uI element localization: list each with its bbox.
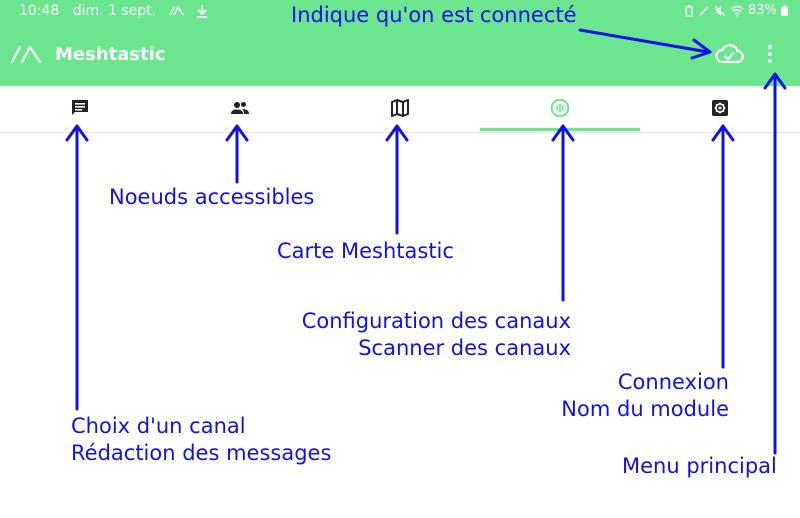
annotation-connection-line1: Connexion bbox=[617, 370, 729, 394]
battery-icon bbox=[781, 5, 788, 16]
channel-icon bbox=[550, 98, 570, 118]
cloud-connected-icon[interactable] bbox=[714, 42, 744, 66]
annotation-channels: Configuration des canaux Scanner des can… bbox=[302, 308, 571, 362]
edit-icon bbox=[699, 6, 709, 16]
status-bar-right: 83% bbox=[684, 3, 788, 18]
annotation-messages-line1: Choix d'un canal bbox=[71, 414, 246, 438]
status-time: 10:48 bbox=[19, 3, 60, 19]
people-icon bbox=[231, 102, 249, 114]
annotation-channels-line1: Configuration des canaux bbox=[301, 309, 571, 333]
annotation-map: Carte Meshtastic bbox=[277, 239, 454, 263]
annotation-channels-line2: Scanner des canaux bbox=[358, 336, 571, 360]
annotation-connected: Indique qu'on est connecté bbox=[291, 3, 577, 27]
settings-icon bbox=[712, 100, 728, 116]
tab-settings[interactable] bbox=[640, 86, 800, 132]
status-bar-left: 10:48 dim. 1 sept. bbox=[19, 3, 208, 19]
battery-level: 83% bbox=[747, 3, 777, 18]
annotation-menu: Menu principal bbox=[622, 454, 777, 478]
battery-saver-icon bbox=[685, 4, 694, 17]
download-icon bbox=[196, 5, 207, 18]
map-icon bbox=[391, 99, 409, 117]
wifi-icon bbox=[730, 5, 744, 17]
tab-bar bbox=[0, 86, 800, 133]
annotation-nodes: Noeuds accessibles bbox=[109, 185, 315, 209]
overflow-menu-icon[interactable] bbox=[762, 44, 778, 66]
annotation-messages: Choix d'un canal Rédaction des messages bbox=[71, 413, 331, 467]
meshtastic-logo bbox=[10, 45, 42, 64]
selected-tab-indicator bbox=[480, 128, 640, 131]
app-title: Meshtastic bbox=[55, 44, 166, 65]
annotation-connection-line2: Nom du module bbox=[561, 397, 729, 421]
annotation-messages-line2: Rédaction des messages bbox=[71, 441, 332, 465]
meshtastic-status-icon bbox=[169, 5, 185, 16]
mute-icon bbox=[714, 5, 726, 16]
message-icon bbox=[72, 100, 88, 115]
tab-channels[interactable] bbox=[480, 86, 640, 132]
status-date: dim. 1 sept. bbox=[72, 3, 157, 19]
tab-map[interactable] bbox=[320, 86, 480, 132]
annotation-connection: Connexion Nom du module bbox=[561, 369, 729, 423]
tab-messages[interactable] bbox=[0, 86, 160, 132]
tab-nodes[interactable] bbox=[160, 86, 320, 132]
